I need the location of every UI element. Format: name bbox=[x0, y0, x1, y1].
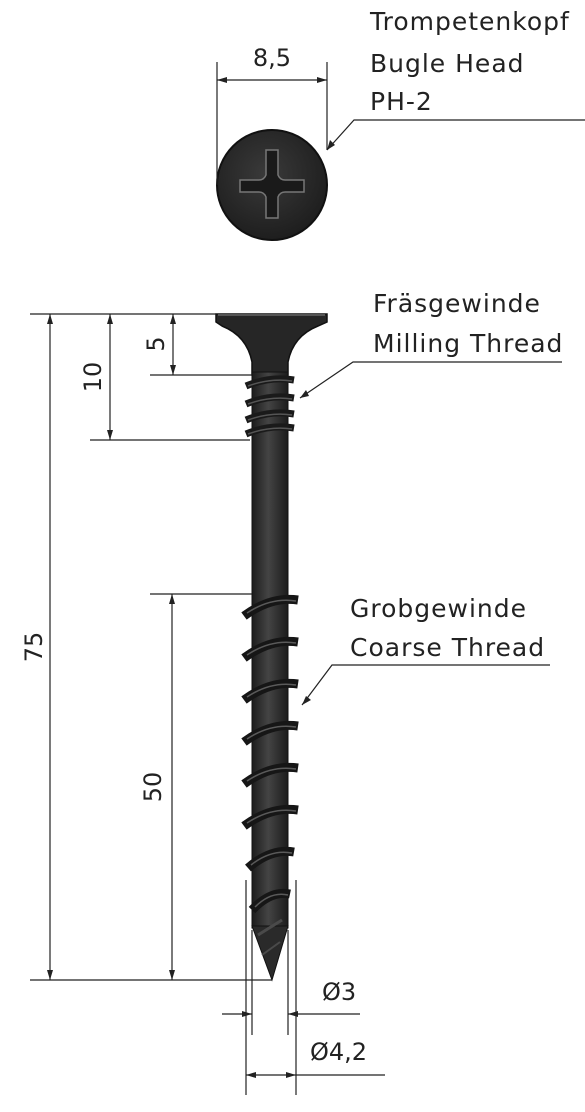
total-length-value: 75 bbox=[20, 632, 48, 663]
screw-side-view bbox=[215, 313, 328, 982]
core-diameter-value: Ø3 bbox=[322, 978, 356, 1006]
thread-crest-highlight bbox=[254, 893, 289, 908]
phillips-recess-icon bbox=[239, 149, 305, 219]
head-height-value: 5 bbox=[142, 336, 170, 351]
milling-thread-label: Fräsgewinde Milling Thread bbox=[299, 289, 563, 399]
milling-thread bbox=[244, 375, 295, 438]
coarse-label-de: Grobgewinde bbox=[350, 594, 527, 623]
dimension-head-diameter: 8,5 bbox=[216, 44, 328, 185]
milling-label-en: Milling Thread bbox=[373, 329, 563, 358]
head-label-drive: PH-2 bbox=[370, 87, 433, 116]
head-diameter-value: 8,5 bbox=[253, 44, 291, 72]
head-top-view bbox=[216, 129, 328, 241]
coarse-thread bbox=[241, 594, 299, 914]
thread-crest-highlight bbox=[246, 809, 297, 824]
thread-crest-highlight bbox=[246, 599, 297, 614]
coarse-label-en: Coarse Thread bbox=[350, 633, 545, 662]
thread-crest-highlight bbox=[250, 851, 293, 866]
outer-diameter-value: Ø4,2 bbox=[310, 1038, 367, 1066]
dimension-coarse-length: 50 bbox=[139, 593, 252, 980]
coarse-length-value: 50 bbox=[139, 772, 167, 803]
head-label-en: Bugle Head bbox=[370, 49, 525, 78]
coarse-thread-label: Grobgewinde Coarse Thread bbox=[301, 594, 550, 706]
dimension-core-diameter: Ø3 bbox=[222, 930, 360, 1035]
milling-label-de: Fräsgewinde bbox=[373, 289, 541, 318]
thread-crest-highlight bbox=[246, 683, 297, 698]
thread-crest-highlight bbox=[246, 725, 297, 740]
milling-length-value: 10 bbox=[79, 362, 107, 393]
head-label: Trompetenkopf Bugle Head PH-2 bbox=[326, 7, 585, 151]
thread-crest-highlight bbox=[246, 641, 297, 656]
thread-crest-highlight bbox=[246, 767, 297, 782]
dimension-milling-length: 10 bbox=[79, 314, 250, 441]
dimension-outer-diameter: Ø4,2 bbox=[245, 880, 385, 1095]
dimension-head-height: 5 bbox=[142, 314, 252, 376]
dimension-total-length: 75 bbox=[20, 313, 272, 981]
head-label-de: Trompetenkopf bbox=[369, 7, 570, 36]
